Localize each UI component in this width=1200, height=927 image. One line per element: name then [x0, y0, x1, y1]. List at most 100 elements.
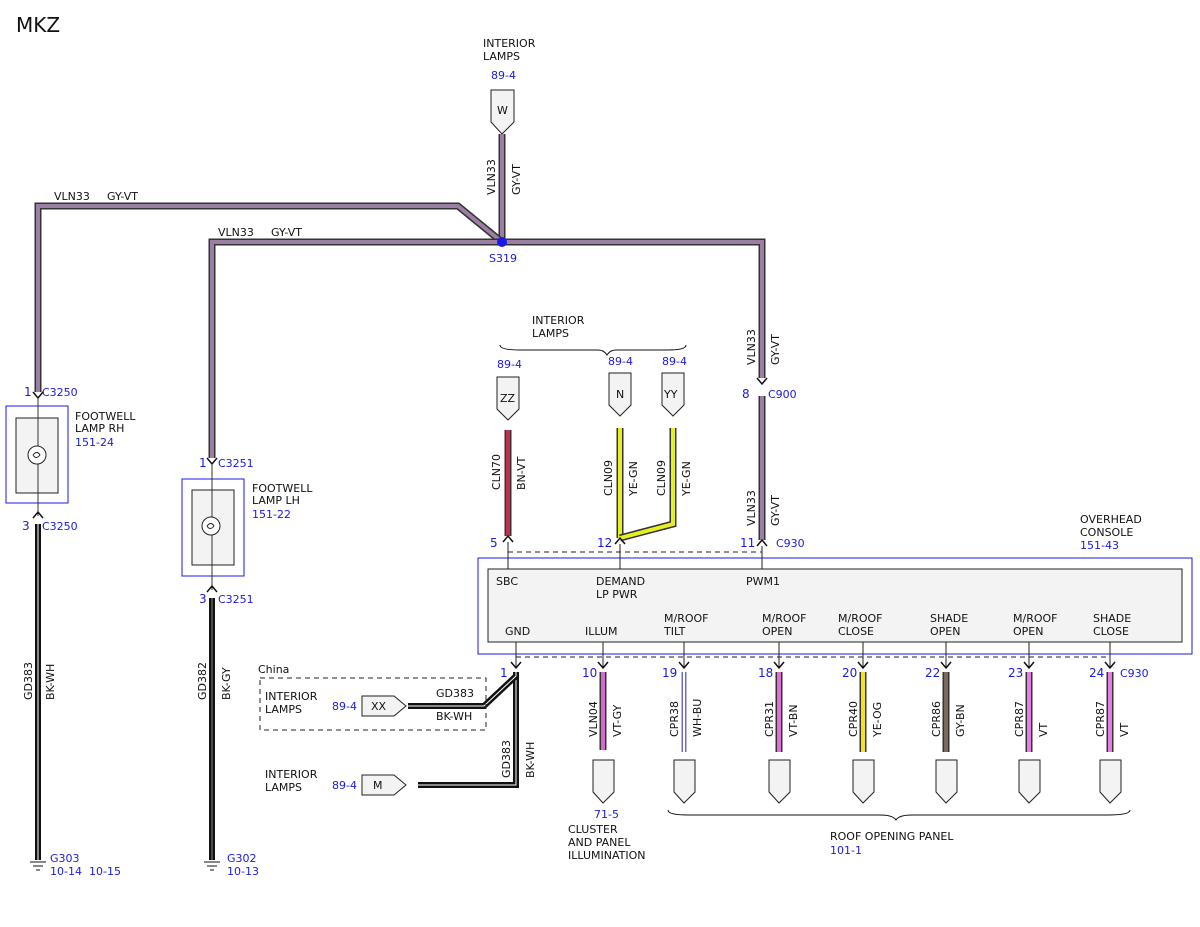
lh-conn-bot-pin: 3 — [199, 592, 207, 606]
roof-panel-name: ROOF OPENING PANEL — [830, 830, 954, 843]
g303-ref2[interactable]: 10-15 — [89, 865, 121, 878]
lh-top-arrow — [206, 457, 218, 466]
yy-shape — [661, 372, 685, 417]
yy-pin: YY — [663, 388, 678, 401]
footwell-lamp-lh[interactable]: 1 C3251 FOOTWELL LAMP LH 151-22 3 C3251 — [181, 456, 313, 606]
connector-yy[interactable]: 89-4 YY — [661, 355, 687, 417]
bot-pin-10: 10 — [582, 666, 597, 680]
g303-ref1[interactable]: 10-14 — [50, 865, 82, 878]
label-cpr31-color: VT-BN — [787, 704, 800, 737]
cluster-line3: ILLUMINATION — [568, 849, 646, 862]
connector-c900[interactable]: 8 C900 — [742, 377, 797, 401]
console-ref[interactable]: 151-43 — [1080, 539, 1119, 552]
top-pin-12-label2: LP PWR — [596, 588, 638, 601]
cluster-ref[interactable]: 71-5 — [594, 808, 619, 821]
g302-ref1[interactable]: 10-13 — [227, 865, 259, 878]
connector-m-interior-lamps[interactable]: INTERIOR LAMPS 89-4 M — [265, 768, 407, 796]
wire-yy[interactable] — [619, 428, 675, 540]
n-pin: N — [616, 388, 624, 401]
top-lamp-name-line1: INTERIOR — [483, 37, 536, 50]
g303-name: G303 — [50, 852, 80, 865]
rh-conn-bot: C3250 — [42, 520, 78, 533]
wire-mid-run[interactable] — [210, 240, 764, 458]
rh-lamp-outline — [5, 405, 69, 504]
lh-lamp-ref[interactable]: 151-22 — [252, 508, 291, 521]
rh-lamp-ref[interactable]: 151-24 — [75, 436, 114, 449]
label-cpr38-circuit: CPR38 — [668, 701, 681, 737]
china-name-line1: INTERIOR — [265, 690, 318, 703]
bot-pin-23-label1: M/ROOF — [1013, 612, 1057, 625]
top-lamp-pin: W — [497, 104, 508, 117]
roof-conn-6[interactable] — [1099, 759, 1122, 804]
n-ref[interactable]: 89-4 — [608, 355, 633, 368]
roof-conn-3[interactable] — [852, 759, 875, 804]
rh-conn-top-pin: 1 — [24, 385, 32, 399]
footwell-lamp-rh[interactable]: 1 C3250 FOOTWELL LAMP RH 151-24 3 C3250 — [5, 385, 136, 533]
console-bottom-pins: 1 10 19 18 20 22 23 24 — [500, 642, 1116, 680]
label-n-color: YE-GN — [627, 461, 640, 497]
bot-pin-22-label1: SHADE — [930, 612, 968, 625]
label-china-circuit: GD383 — [436, 687, 474, 700]
rh-bottom-arrow — [32, 510, 44, 519]
bot-pin-22: 22 — [925, 666, 940, 680]
china-ref[interactable]: 89-4 — [332, 700, 357, 713]
roof-conn-2[interactable] — [768, 759, 791, 804]
bot-pin-18-label2: OPEN — [762, 625, 792, 638]
connector-m-shape — [361, 774, 407, 796]
label-c900-up-circuit: VLN33 — [745, 329, 758, 365]
gy-vt-harness — [34, 134, 766, 540]
rh-lamp-name-line1: FOOTWELL — [75, 410, 136, 423]
bot-pin-1: 1 — [500, 666, 508, 680]
g302-name: G302 — [227, 852, 257, 865]
top-lamp-ref[interactable]: 89-4 — [491, 69, 516, 82]
label-cpr40-circuit: CPR40 — [847, 701, 860, 737]
group-name-line1: INTERIOR — [532, 314, 585, 327]
label-cpr87b-color: VT — [1118, 722, 1131, 737]
roof-conn-4[interactable] — [935, 759, 958, 804]
m-ref[interactable]: 89-4 — [332, 779, 357, 792]
bot-pin-10-label: ILLUM — [585, 625, 618, 638]
rh-bulb-icon — [27, 445, 47, 465]
label-sbc-circuit: CLN70 — [490, 454, 503, 490]
ground-g303[interactable]: G303 10-14 10-15 — [30, 852, 121, 878]
roof-opening-panel[interactable]: ROOF OPENING PANEL 101-1 — [667, 809, 1131, 857]
connector-zz[interactable]: 89-4 ZZ — [496, 358, 522, 421]
zz-shape — [496, 376, 520, 421]
bot-pin-23-label2: OPEN — [1013, 625, 1043, 638]
bot-pin-24: 24 — [1089, 666, 1104, 680]
china-name-line2: LAMPS — [265, 703, 302, 716]
top-pin-12: 12 — [597, 536, 612, 550]
c900-pin: 8 — [742, 387, 750, 401]
bot-pin-18-label1: M/ROOF — [762, 612, 806, 625]
console-name-line1: OVERHEAD — [1080, 513, 1142, 526]
splice-s319-dot[interactable] — [497, 237, 507, 247]
wire-left-run[interactable] — [36, 204, 504, 392]
c930-top-name: C930 — [776, 537, 805, 550]
label-cpr87a-circuit: CPR87 — [1013, 701, 1026, 737]
connector-n[interactable]: 89-4 N — [608, 355, 633, 417]
label-cpr38-color: WH-BU — [691, 699, 704, 737]
roof-panel-ref[interactable]: 101-1 — [830, 844, 862, 857]
ground-g302[interactable]: G302 10-13 — [204, 852, 259, 878]
china-interior-lamps[interactable]: China INTERIOR LAMPS 89-4 XX GD383 BK-WH — [258, 663, 487, 731]
roof-conn-1[interactable] — [673, 759, 696, 804]
console-outline — [477, 557, 1193, 655]
label-cpr40-color: YE-OG — [871, 702, 884, 738]
roof-conn-5[interactable] — [1018, 759, 1041, 804]
label-top-vert-color: GY-VT — [510, 164, 523, 195]
label-yy-color: YE-GN — [680, 461, 693, 497]
bot-pin-22-label2: OPEN — [930, 625, 960, 638]
label-lh-ground-circuit: GD382 — [196, 662, 209, 700]
bot-pin-23: 23 — [1008, 666, 1023, 680]
label-cpr87b-circuit: CPR87 — [1094, 701, 1107, 737]
zz-ref[interactable]: 89-4 — [497, 358, 522, 371]
label-cpr86-color: GY-BN — [954, 704, 967, 737]
cluster-connector[interactable]: 71-5 CLUSTER AND PANEL ILLUMINATION — [568, 759, 646, 862]
yy-ref[interactable]: 89-4 — [662, 355, 687, 368]
overhead-console[interactable]: OVERHEAD CONSOLE 151-43 C930 C930 5 SBC … — [477, 513, 1193, 680]
china-pin: XX — [371, 700, 387, 713]
lh-bulb-icon — [201, 516, 221, 536]
roof-wires: CPR38 WH-BU CPR31 VT-BN CPR40 YE-OG CPR8… — [668, 672, 1131, 804]
top-interior-lamps[interactable]: INTERIOR LAMPS 89-4 W — [483, 37, 536, 135]
label-left-run-circuit: VLN33 — [54, 190, 90, 203]
